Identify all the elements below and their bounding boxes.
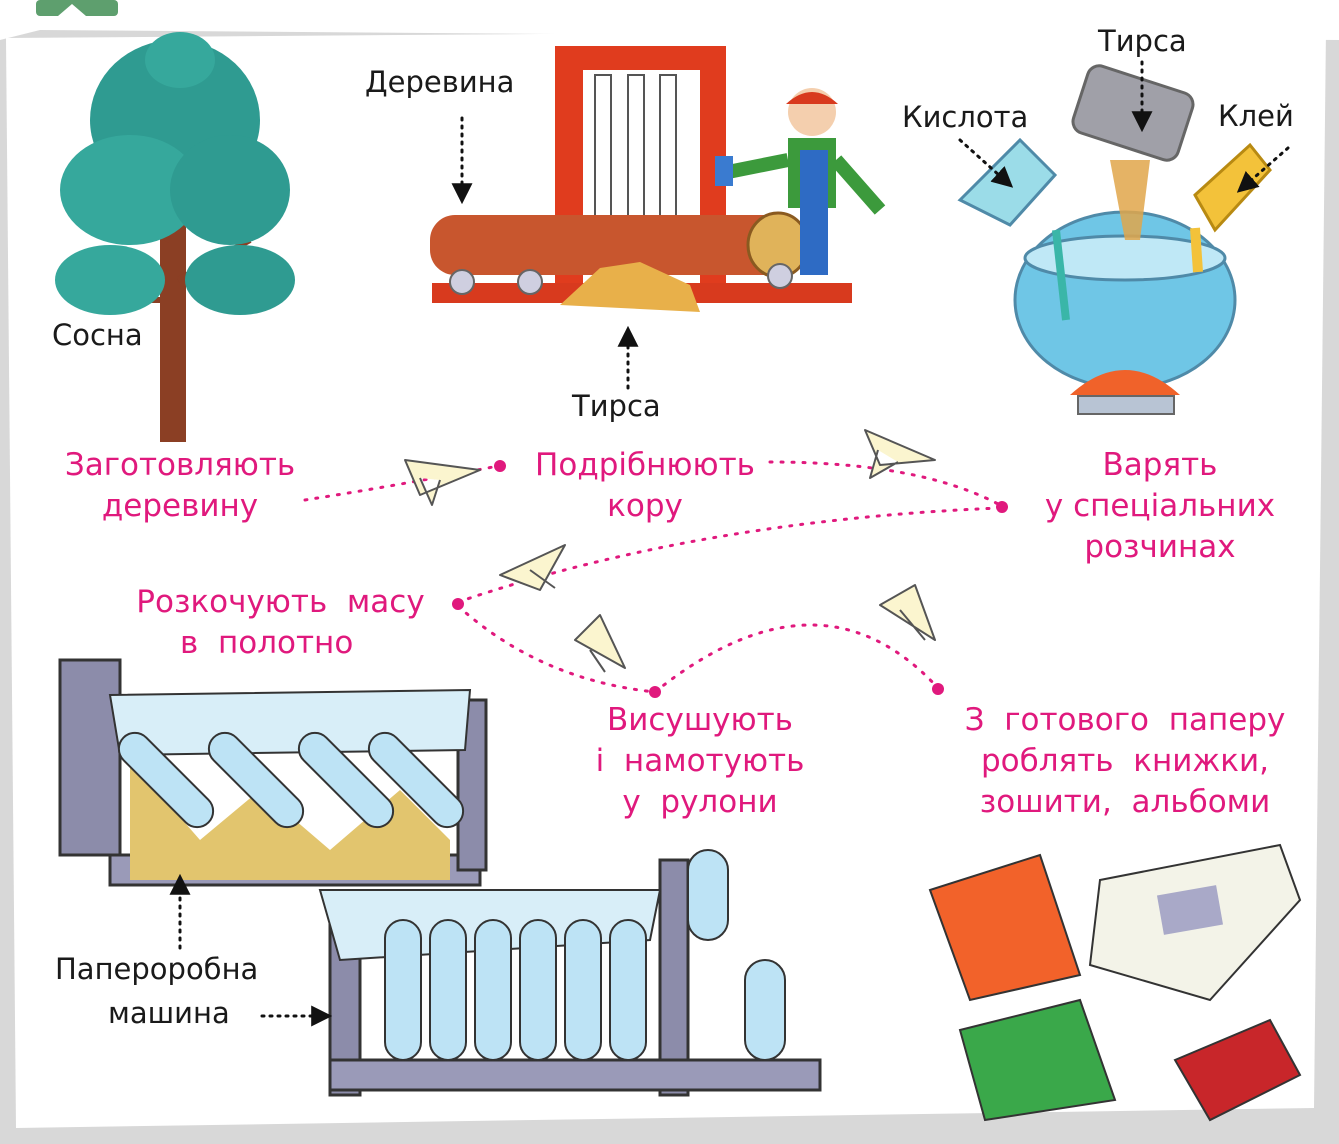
pine-label: Сосна xyxy=(52,318,143,352)
step-boil-line2: у спеціальних xyxy=(1044,487,1276,524)
machine-label-line1: Папероробна xyxy=(55,952,259,986)
sawdust-label: Тирса xyxy=(572,389,661,423)
step-boil-line3: розчинах xyxy=(1084,528,1236,565)
tab-marker xyxy=(36,0,118,16)
machine-label-line2: машина xyxy=(108,996,230,1030)
timber-label: Деревина xyxy=(365,65,515,99)
step-boil: Варять у спеціальних розчинах xyxy=(1010,445,1310,568)
step-roll-line2: в полотно xyxy=(180,624,354,661)
flow-dots xyxy=(452,460,1008,698)
paper-plane-icons xyxy=(404,429,936,673)
step-make-line1: З готового паперу xyxy=(964,702,1286,738)
step-make-line3: зошити, альбоми xyxy=(979,783,1271,820)
step-dry-line1: Висушують xyxy=(607,702,793,738)
step-chop-line2: кору xyxy=(607,487,683,524)
pine-tree-illustration xyxy=(55,32,295,442)
paper-machine-illustration xyxy=(318,849,822,1097)
pot-illustration xyxy=(957,64,1272,415)
step-harvest-line2: деревину xyxy=(101,487,259,524)
step-dry: Висушують і намотують у рулони xyxy=(560,700,840,823)
step-boil-line1: Варять xyxy=(1102,447,1218,483)
step-dry-line2: і намотують xyxy=(595,742,805,779)
sawdust-top-label: Тирса xyxy=(1098,24,1187,58)
step-harvest-line1: Заготовляють xyxy=(64,447,296,483)
acid-label: Кислота xyxy=(902,100,1029,134)
step-chop: Подрібнюють кору xyxy=(500,445,790,527)
glue-label: Клей xyxy=(1218,99,1294,133)
step-roll: Розкочують масу в полотно xyxy=(108,582,453,664)
step-harvest: Заготовляють деревину xyxy=(30,445,330,527)
books-illustration xyxy=(928,843,1302,1122)
step-chop-line1: Подрібнюють xyxy=(535,447,755,483)
step-roll-line1: Розкочують масу xyxy=(136,584,425,620)
flow-connectors xyxy=(303,460,1002,694)
sawmill-illustration xyxy=(430,46,886,312)
step-dry-line3: у рулони xyxy=(622,783,778,820)
step-make-line2: роблять книжки, xyxy=(980,742,1270,779)
pointer-arrows xyxy=(169,60,1290,1027)
step-make: З готового паперу роблять книжки, зошити… xyxy=(925,700,1325,823)
